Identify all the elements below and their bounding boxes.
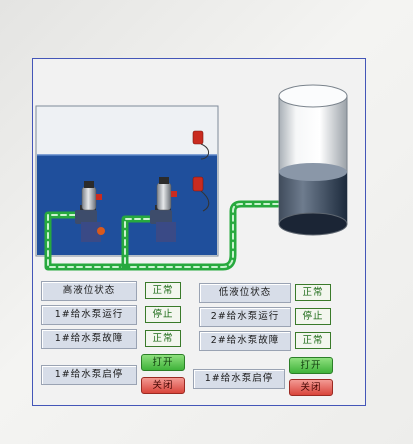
pump2-fault-label: 2#给水泵故障 bbox=[199, 331, 291, 351]
pump2-running-label: 2#给水泵运行 bbox=[199, 307, 291, 327]
low-level-float-switch bbox=[192, 176, 210, 212]
pump1-fault-value: 正常 bbox=[145, 330, 181, 347]
storage-tank-icon bbox=[278, 84, 348, 236]
pump2-running-value: 停止 bbox=[295, 308, 331, 325]
process-diagram bbox=[35, 84, 348, 271]
pump1-close-button[interactable]: 关闭 bbox=[141, 377, 185, 394]
pump1-running-value: 停止 bbox=[145, 306, 181, 323]
hmi-panel: 高液位状态 正常 低液位状态 正常 1#给水泵运行 停止 2#给水泵运行 停止 … bbox=[32, 58, 366, 406]
high-level-float-switch bbox=[192, 130, 209, 160]
low-level-status-label: 低液位状态 bbox=[199, 283, 291, 303]
low-level-status-value: 正常 bbox=[295, 284, 331, 301]
pipe-network bbox=[44, 200, 282, 271]
pump-2-icon bbox=[150, 177, 177, 242]
pump1-fault-label: 1#给水泵故障 bbox=[41, 329, 137, 349]
pump1-running-label: 1#给水泵运行 bbox=[41, 305, 137, 325]
pump2-close-button[interactable]: 关闭 bbox=[289, 379, 333, 396]
high-level-status-label: 高液位状态 bbox=[41, 281, 137, 301]
pump1-start-stop-label: 1#给水泵启停 bbox=[41, 365, 137, 385]
high-level-status-value: 正常 bbox=[145, 282, 181, 299]
pump2-fault-value: 正常 bbox=[295, 332, 331, 349]
pump2-open-button[interactable]: 打开 bbox=[289, 357, 333, 374]
pump-1-icon bbox=[75, 181, 105, 242]
pump1-open-button[interactable]: 打开 bbox=[141, 354, 185, 371]
pump2-start-stop-label: 1#给水泵启停 bbox=[193, 369, 285, 389]
